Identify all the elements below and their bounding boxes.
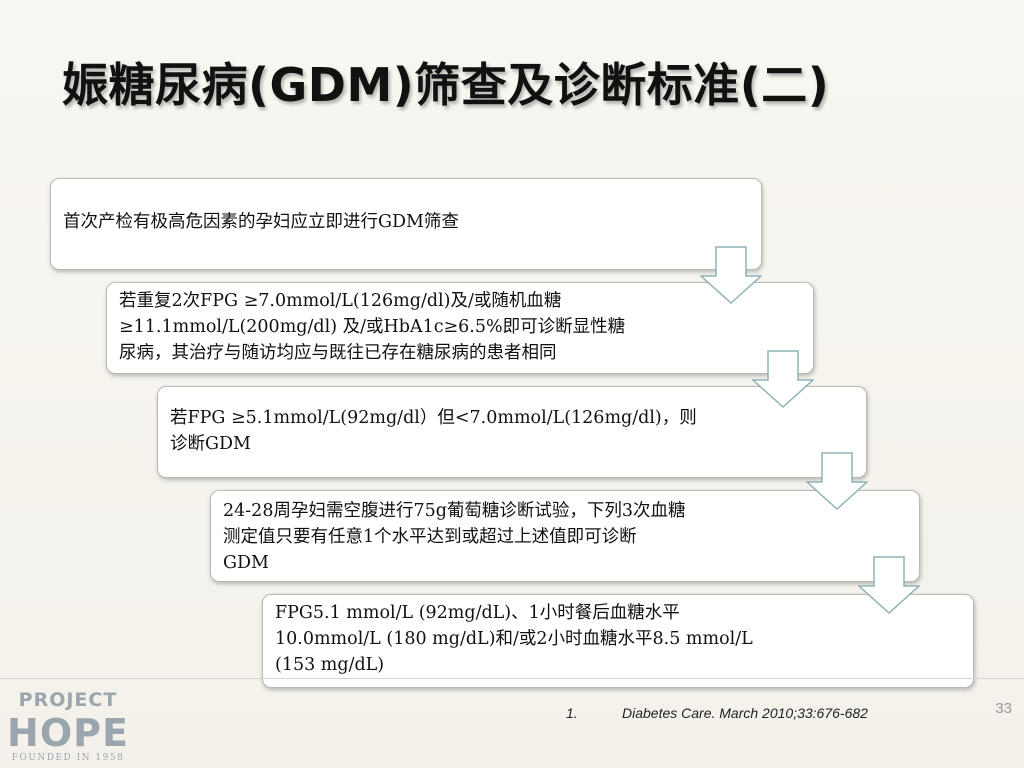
- flow-step-5-line-3: (153 mg/dL): [275, 655, 385, 675]
- flow-step-5-line-2: 10.0mmol/L (180 mg/dL)和/或2小时血糖水平8.5 mmol…: [275, 629, 753, 649]
- logo-text-bottom: FOUNDED IN 1958: [12, 753, 125, 763]
- down-arrow-icon: [752, 350, 814, 408]
- project-hope-logo: PROJECT HOPE FOUNDED IN 1958: [7, 689, 129, 763]
- flow-step-4-line-2: 测定值只要有任意1个水平达到或超过上述值即可诊断: [223, 527, 637, 547]
- flow-step-5: FPG5.1 mmol/L (92mg/dL)、1小时餐后血糖水平 10.0mm…: [262, 594, 974, 688]
- down-arrow-icon: [806, 452, 868, 510]
- flow-step-3-line-1: 若FPG ≥5.1mmol/L(92mg/dl）但<7.0mmol/L(126m…: [170, 408, 697, 428]
- flow-step-1: 首次产检有极高危因素的孕妇应立即进行GDM筛查: [50, 178, 762, 270]
- flow-step-3-line-2: 诊断GDM: [170, 434, 251, 454]
- flow-step-3: 若FPG ≥5.1mmol/L(92mg/dl）但<7.0mmol/L(126m…: [157, 386, 867, 478]
- down-arrow-icon: [858, 556, 920, 614]
- logo-text-top: PROJECT: [19, 689, 118, 711]
- reference-text: Diabetes Care. March 2010;33:676-682: [622, 705, 868, 721]
- page-number: 33: [995, 700, 1012, 717]
- flow-step-5-line-1: FPG5.1 mmol/L (92mg/dL)、1小时餐后血糖水平: [275, 603, 680, 623]
- flow-step-2: 若重复2次FPG ≥7.0mmol/L(126mg/dl)及/或随机血糖 ≥11…: [106, 282, 814, 374]
- flow-step-2-line-3: 尿病，其治疗与随访均应与既往已存在糖尿病的患者相同: [119, 343, 557, 363]
- flow-step-2-line-1: 若重复2次FPG ≥7.0mmol/L(126mg/dl)及/或随机血糖: [119, 291, 562, 311]
- flow-step-4-line-1: 24-28周孕妇需空腹进行75g葡萄糖诊断试验，下列3次血糖: [223, 501, 686, 521]
- logo-text-middle: HOPE: [7, 711, 129, 755]
- flow-step-1-line-1: 首次产检有极高危因素的孕妇应立即进行GDM筛查: [63, 212, 459, 232]
- slide-title: 娠糖尿病(GDM)筛查及诊断标准(二): [62, 58, 830, 112]
- flow-step-2-line-2: ≥11.1mmol/L(200mg/dl) 及/或HbA1c≥6.5%即可诊断显…: [119, 317, 626, 337]
- flow-step-4-line-3: GDM: [223, 553, 269, 573]
- down-arrow-icon: [700, 246, 762, 304]
- flow-step-4: 24-28周孕妇需空腹进行75g葡萄糖诊断试验，下列3次血糖 测定值只要有任意1…: [210, 490, 920, 582]
- footer-divider: [0, 678, 1024, 679]
- reference-number: 1.: [566, 705, 578, 721]
